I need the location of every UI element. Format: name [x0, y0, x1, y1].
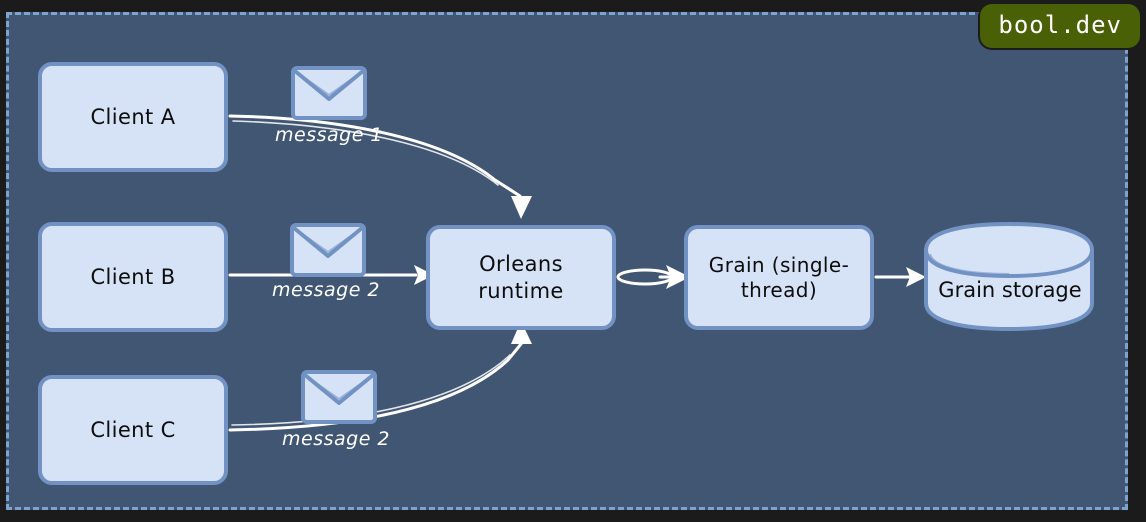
- node-grain-label-line2: thread): [740, 277, 818, 302]
- edge-client-a-to-orleans: [228, 114, 532, 219]
- node-storage-label-line1: Grain: [938, 277, 996, 302]
- node-client-a[interactable]: Client A: [38, 62, 228, 172]
- node-grain-storage[interactable]: Grain storage: [925, 255, 1095, 325]
- node-client-c[interactable]: Client C: [38, 375, 228, 485]
- node-storage-label-line2: storage: [1001, 277, 1082, 302]
- edge-grain-to-storage: [874, 267, 926, 287]
- node-client-b-label: Client B: [90, 264, 176, 289]
- node-grain-single-thread[interactable]: Grain (single- thread): [684, 225, 874, 330]
- edge-orleans-to-grain: [616, 265, 690, 289]
- node-client-b[interactable]: Client B: [38, 222, 228, 332]
- node-orleans-label-line1: Orleans: [479, 252, 563, 277]
- node-client-c-label: Client C: [90, 417, 176, 442]
- watermark-badge: bool.dev: [980, 4, 1140, 48]
- edge-label-message-1: message 1: [275, 124, 384, 146]
- envelope-icon: [291, 66, 367, 120]
- grain-storage-cylinder: [924, 222, 1094, 331]
- edge-label-message-2-c: message 2: [282, 428, 391, 450]
- envelope-icon: [290, 223, 366, 277]
- edge-client-c-to-orleans: [228, 321, 532, 432]
- edge-label-message-2-b: message 2: [272, 279, 381, 301]
- node-grain-label-line1: Grain (single-: [708, 252, 850, 277]
- node-orleans-runtime[interactable]: Orleans runtime: [426, 225, 616, 330]
- node-orleans-label-line2: runtime: [478, 278, 564, 303]
- envelope-icon: [301, 370, 377, 424]
- node-client-a-label: Client A: [90, 104, 176, 129]
